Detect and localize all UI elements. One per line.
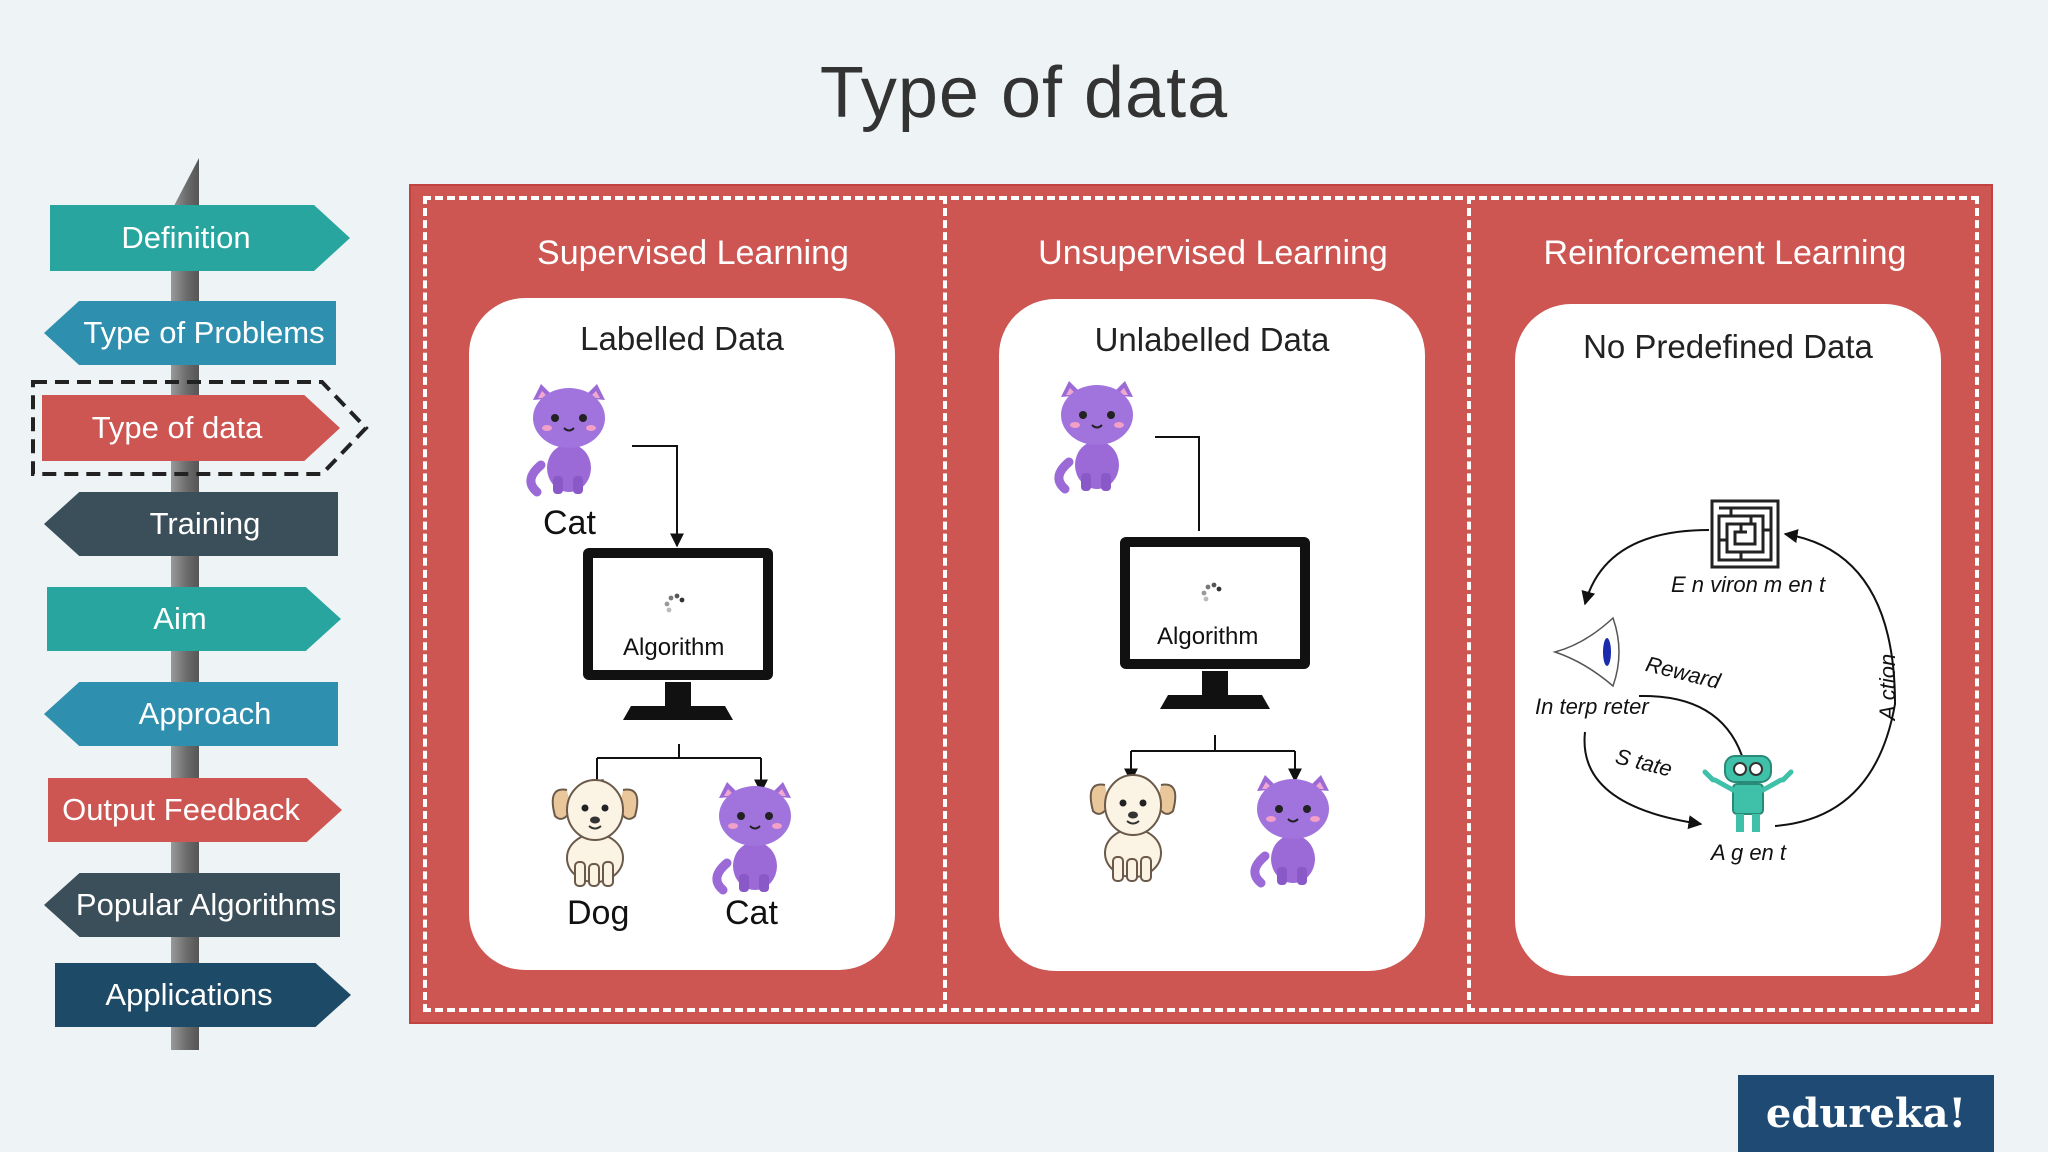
nav-item-approach[interactable]: Approach [44,682,338,746]
interpreter-label: In terp reter [1535,694,1649,719]
column-divider [943,196,947,1012]
dog-output-label: Dog [567,894,630,932]
unsupervised-card: Unlabelled Data Algorithm [999,299,1425,971]
reinforcement-card: No Predefined Data E n viron m en t In t… [1515,304,1941,976]
nav-item-output-feedback[interactable]: Output Feedback [48,778,342,842]
active-item-dashed-frame [31,380,369,476]
eye-interpreter-icon [1552,616,1620,688]
supervised-title: Supervised Learning [537,234,849,272]
unsupervised-connectors [1124,436,1302,783]
nav-label: Approach [138,696,272,731]
column-divider [1467,196,1471,1012]
loading-spinner-icon [664,593,685,613]
nav-label: Definition [121,220,251,255]
action-label: A ction [1875,653,1901,721]
nav-label: Output Feedback [62,792,300,827]
cat-input-label: Cat [543,504,596,542]
nav-label: Type of data [91,410,263,445]
supervised-card-title: Labelled Data [580,320,784,357]
environment-label: E n viron m en t [1671,572,1826,597]
unsupervised-title: Unsupervised Learning [1038,234,1388,272]
dog-output-image [1089,774,1177,882]
algorithm-label: Algorithm [623,634,725,661]
reinforcement-title: Reinforcement Learning [1543,234,1907,272]
nav-label: Popular Algorithms [75,887,337,922]
nav-item-training[interactable]: Training [44,492,338,556]
loading-spinner-icon [1201,582,1222,602]
cat-output-image [717,788,807,898]
nav-label: Type of Problems [83,315,325,350]
nav-item-popular-algorithms[interactable]: Popular Algorithms [44,873,340,937]
maze-icon [1710,499,1780,569]
computer-monitor [583,548,773,720]
agent-label: A g en t [1711,840,1787,865]
reinforcement-card-title: No Predefined Data [1583,328,1873,365]
nav-item-type-of-problems[interactable]: Type of Problems [44,301,336,365]
page-title: Type of data [819,53,1229,133]
panel-dashed-border [423,196,1979,1012]
nav-item-definition[interactable]: Definition [50,205,350,271]
learning-types-panel: Supervised Learning Labelled Data Cat Al… [409,184,1993,1024]
nav-label: Aim [153,601,207,636]
algorithm-label: Algorithm [1157,623,1259,650]
supervised-card: Labelled Data Cat Algorithm Dog Cat [469,298,895,970]
edureka-logo: edureka! [1738,1075,1994,1152]
dog-output-image [551,779,639,887]
nav-item-applications[interactable]: Applications [55,963,351,1027]
nav-label: Training [149,506,261,541]
cat-output-label: Cat [725,894,778,932]
robot-agent-icon [1702,755,1794,832]
cat-output-image [1255,781,1345,891]
computer-monitor [1120,537,1310,709]
nav-label: Applications [105,977,273,1012]
nav-item-aim[interactable]: Aim [47,587,341,651]
nav-item-type-of-data[interactable]: Type of data [42,395,340,461]
unsupervised-card-title: Unlabelled Data [1094,321,1330,358]
